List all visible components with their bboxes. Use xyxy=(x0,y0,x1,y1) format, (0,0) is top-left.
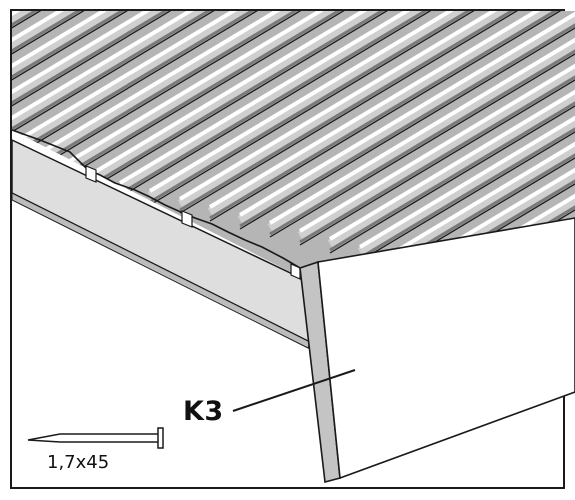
deck-rib xyxy=(59,11,575,180)
deck-rib xyxy=(12,11,575,136)
deck-rib xyxy=(419,11,575,277)
deck-rib xyxy=(267,11,575,232)
deck-rib xyxy=(327,11,575,248)
deck-rib xyxy=(28,11,575,161)
deck-rib xyxy=(359,11,575,262)
deck-rib xyxy=(12,11,575,160)
deck-rib xyxy=(12,11,575,148)
deck-rib xyxy=(328,11,575,241)
deck-rib xyxy=(12,11,575,152)
deck-rib xyxy=(269,11,575,236)
deck-rib xyxy=(12,11,575,137)
deck-rib xyxy=(239,11,575,228)
deck-rib xyxy=(358,11,575,249)
deck-rib xyxy=(208,11,575,209)
deck-rib xyxy=(12,11,575,129)
deck-rib xyxy=(179,11,575,214)
deck-rib xyxy=(147,11,575,200)
deck-rib xyxy=(449,11,575,277)
deck-rib xyxy=(387,11,575,264)
deck-rib xyxy=(238,11,575,217)
deck-rib xyxy=(117,11,575,192)
k3-profile-face xyxy=(317,217,575,480)
deck-rib xyxy=(388,11,575,257)
deck-rib xyxy=(447,11,575,277)
deck-rib xyxy=(12,11,575,142)
board-joint xyxy=(290,263,301,280)
deck-front-edge xyxy=(11,129,301,269)
deck-rib xyxy=(297,11,575,240)
nail-icon xyxy=(27,427,164,449)
board-joint xyxy=(85,165,97,183)
deck-rib xyxy=(58,11,575,169)
deck-rib xyxy=(12,11,575,156)
deck-rib xyxy=(29,11,575,174)
deck-rib xyxy=(88,11,575,177)
deck-rib xyxy=(12,11,575,145)
deck-rib xyxy=(268,11,575,225)
deck-rib xyxy=(89,11,575,190)
deck-rib xyxy=(12,11,575,153)
deck-boards xyxy=(12,11,575,277)
deck-rib xyxy=(179,11,575,212)
deck-rib xyxy=(12,11,575,140)
deck-rib xyxy=(359,11,575,260)
deck-rib xyxy=(57,11,575,176)
deck-rib xyxy=(329,11,575,254)
deck-rib xyxy=(12,11,575,144)
board-joint xyxy=(181,210,193,228)
deck-rib xyxy=(89,11,575,188)
deck-rib xyxy=(59,11,575,182)
deck-rib xyxy=(149,11,575,206)
deck-rib xyxy=(119,11,575,198)
deck-rib xyxy=(207,11,575,216)
deck-rib xyxy=(389,11,575,270)
deck-rib xyxy=(298,11,575,233)
deck-rib xyxy=(119,11,575,196)
deck-rib xyxy=(148,11,575,193)
deck-rib xyxy=(27,11,575,168)
deck-rib xyxy=(237,11,575,224)
deck-rib xyxy=(178,11,575,201)
deck-rib xyxy=(299,11,575,246)
deck-rib xyxy=(12,11,575,150)
deck-rib xyxy=(418,11,575,265)
deck-rib xyxy=(87,11,575,184)
deck-rib xyxy=(177,11,575,208)
profile-code-label: K3 xyxy=(183,396,224,427)
k3-leader-line xyxy=(232,369,356,412)
deck-rib xyxy=(12,11,575,158)
deck-rib xyxy=(419,11,575,276)
deck-rib xyxy=(149,11,575,204)
deck-rib xyxy=(299,11,575,244)
deck-rib xyxy=(209,11,575,220)
deck-rib xyxy=(29,11,575,172)
deck-rib xyxy=(329,11,575,252)
deck-rib xyxy=(448,11,575,273)
deck-rib xyxy=(209,11,575,222)
deck-rib xyxy=(417,11,575,272)
nail-size-label: 1,7x45 xyxy=(47,452,110,473)
deck-rib xyxy=(389,11,575,268)
deck-rib xyxy=(239,11,575,230)
deck-rib xyxy=(12,11,575,166)
deck-rib xyxy=(118,11,575,185)
support-beam-underside xyxy=(11,192,311,349)
deck-rib xyxy=(12,11,575,164)
deck-rib xyxy=(449,11,575,277)
deck-rib xyxy=(269,11,575,238)
deck-rib xyxy=(357,11,575,256)
